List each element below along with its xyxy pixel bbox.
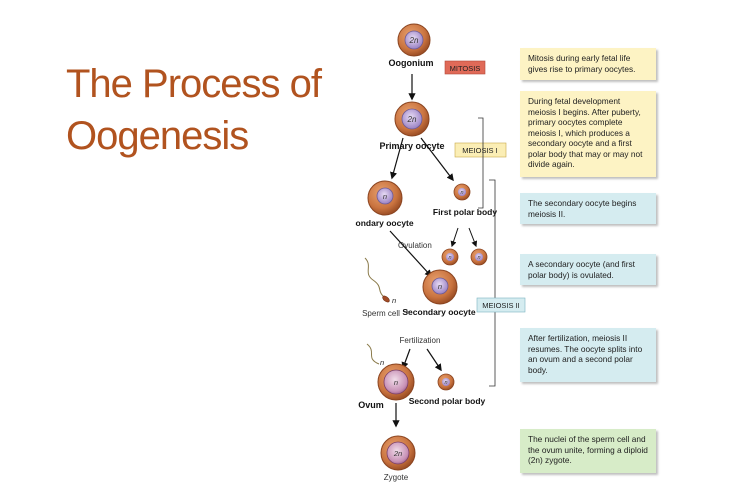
meiosis-1-tag: [454, 142, 507, 158]
arrow-primary-to-secondary: [390, 137, 404, 180]
ovum-cell: n: [366, 343, 415, 401]
ovulated-secondary-oocyte-cell: n: [422, 269, 458, 305]
callout-fertilization: After fertilization, meiosis II resumes.…: [520, 328, 656, 382]
sperm-ploidy: n: [392, 296, 396, 305]
ovum-ploidy: n: [394, 378, 398, 387]
secondary-oocyte-cell: n: [367, 180, 403, 216]
first-polar-body-cell: n: [453, 183, 471, 201]
sperm-cell-icon: [364, 257, 390, 303]
arrow-primary-to-polar: [420, 137, 454, 182]
secondary-oocyte-label: Secondary oocyte: [355, 218, 414, 228]
oogonium-cell: 2n: [397, 23, 431, 57]
polar-daughter-right-ploidy: n: [477, 255, 480, 261]
secondary-oocyte-label-2: Secondary oocyte: [402, 307, 475, 317]
fertilization-label: Fertilization: [400, 336, 441, 345]
sperm-cell-label: Sperm cell: [362, 309, 400, 318]
arrow-polar-division-left: [450, 227, 459, 248]
meiosis-2-tag-label: MEIOSIS II: [482, 301, 520, 310]
first-polar-ploidy: n: [460, 190, 463, 196]
arrow-polar-division-right: [468, 227, 478, 248]
oogonium-ploidy: 2n: [409, 36, 419, 45]
arrow-ovulation: [389, 230, 432, 278]
ovulation-label: Ovulation: [398, 241, 432, 250]
zygote-ploidy: 2n: [393, 449, 402, 458]
callout-mitosis: Mitosis during early fetal life gives ri…: [520, 48, 656, 80]
arrow-fertilization-to-polar: [426, 348, 442, 372]
ovulated-oocyte-ploidy: n: [438, 282, 442, 291]
callout-ovulation: A secondary oocyte (and first polar body…: [520, 254, 656, 285]
callout-meiosis-2-begins: The secondary oocyte begins meiosis II.: [520, 193, 656, 224]
zygote-label: Zygote: [384, 473, 409, 482]
primary-oocyte-label: Primary oocyte: [379, 141, 444, 151]
slide-title: The Process of Oogenesis: [66, 62, 322, 158]
arrow-fertilization-to-ovum: [401, 348, 411, 370]
callout-zygote: The nuclei of the sperm cell and the ovu…: [520, 429, 656, 473]
polar-body-daughter-left: n: [441, 248, 459, 266]
plus-sign: +: [404, 307, 409, 317]
callout-meiosis-1: During fetal development meiosis I begin…: [520, 91, 656, 177]
zygote-cell: 2n: [380, 435, 416, 471]
meiosis-1-bracket: [478, 117, 484, 209]
primary-oocyte-cell: 2n: [394, 101, 430, 137]
mitosis-tag-label: MITOSIS: [450, 64, 481, 73]
mitosis-tag: [444, 60, 486, 75]
meiosis-2-bracket: [489, 179, 496, 387]
second-polar-body-label: Second polar body: [409, 396, 486, 406]
first-polar-body-label: First polar body: [433, 207, 498, 217]
ovum-sperm-ploidy: n: [380, 358, 384, 367]
second-polar-ploidy: n: [444, 380, 447, 386]
meiosis-2-tag: [476, 297, 526, 313]
polar-body-daughter-right: n: [470, 248, 488, 266]
oogenesis-diagram: 2n Oogonium MITOSIS 2n Primary oocyte ME…: [355, 23, 526, 482]
svg-text:Secondary oocyte: Secondary oocyte: [355, 218, 414, 228]
ovum-label: Ovum: [358, 400, 384, 410]
oogonium-label: Oogonium: [389, 58, 434, 68]
second-polar-body-cell: n: [437, 373, 455, 391]
meiosis-1-tag-label: MEIOSIS I: [462, 146, 497, 155]
polar-daughter-left-ploidy: n: [448, 255, 451, 261]
primary-oocyte-ploidy: 2n: [407, 115, 417, 124]
secondary-oocyte-ploidy: n: [383, 192, 387, 201]
